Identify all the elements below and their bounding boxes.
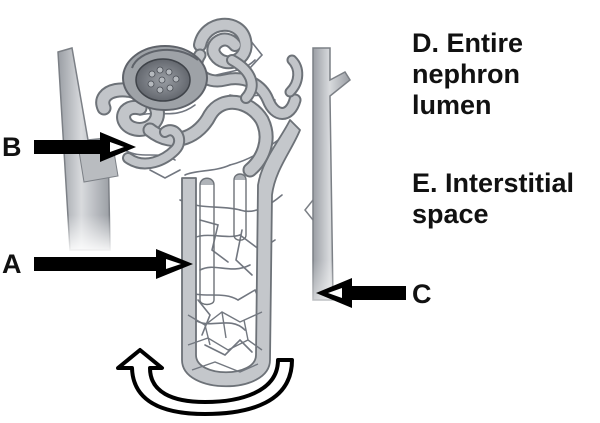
circular-flow-arrow: [116, 348, 294, 416]
arrow-a: [34, 249, 193, 279]
loop-of-henle: [181, 119, 301, 387]
arrow-b: [34, 132, 136, 162]
label-b: B: [2, 132, 22, 162]
label-a: A: [2, 249, 22, 279]
arrow-c: [316, 278, 406, 308]
label-c: C: [412, 279, 432, 309]
legend-d-entire-nephron-lumen: D. Entire nephron lumen: [412, 28, 524, 120]
glomerulus: [122, 45, 208, 111]
legend-e-interstitial-space: E. Interstitial space: [412, 168, 575, 229]
